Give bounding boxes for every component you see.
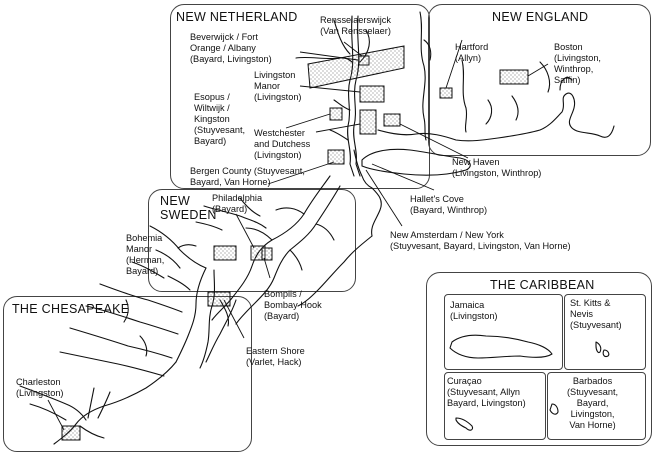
livingston-manor-marker	[359, 85, 385, 103]
label-jamaica: Jamaica (Livingston)	[450, 300, 498, 321]
curacao-inset	[444, 372, 546, 440]
chesapeake-bay-west	[175, 267, 207, 363]
hudson-river-bank	[353, 15, 361, 177]
hartford-marker	[439, 87, 453, 99]
label-beverwijck: Beverwijck / Fort Orange / Albany (Bayar…	[190, 32, 272, 64]
label-charleston: Charleston (Livingston)	[16, 377, 64, 398]
chesapeake-bay-east	[199, 269, 216, 369]
jamaica-inset	[444, 294, 563, 370]
label-westchester: Westchester and Dutchess (Livingston)	[254, 128, 311, 160]
label-esopus: Esopus / Wiltwijk / Kingston (Stuyvesant…	[194, 92, 246, 146]
label-curacao: Curaçao (Stuyvesant, Allyn Bayard, Livin…	[447, 376, 526, 408]
label-hallets-cove: Hallet's Cove (Bayard, Winthrop)	[410, 194, 488, 215]
label-bompiis: Bompiis / Bombay Hook (Bayard)	[264, 289, 322, 321]
susquehanna-river	[149, 225, 207, 269]
st-kitts-island	[595, 341, 602, 354]
connecticut-river	[419, 11, 427, 141]
new-england-coast	[377, 92, 615, 142]
delmarva	[205, 299, 237, 363]
label-boston: Boston (Livingston, Winthrop, Saffin)	[554, 42, 601, 85]
new-england-frame	[428, 4, 651, 156]
beverwijck-marker	[358, 55, 370, 66]
manhattan	[353, 149, 373, 189]
label-st-kitts: St. Kitts & Nevis (Stuyvesant)	[570, 298, 622, 330]
label-new-haven: New Haven (Livingston, Winthrop)	[452, 157, 542, 178]
bompiis-marker	[261, 247, 273, 261]
new-jersey-coast	[297, 235, 373, 307]
new-netherland-frame	[170, 4, 430, 189]
esopus-marker	[329, 107, 343, 121]
bohemia-manor-marker	[213, 245, 237, 261]
long-island	[361, 148, 471, 176]
jamaica-island	[449, 334, 553, 359]
curacao-island	[455, 417, 474, 431]
label-bohemia-manor: Bohemia Manor (Herman, Bayard)	[126, 233, 165, 276]
label-livingston-manor: Livingston Manor (Livingston)	[254, 70, 302, 102]
chesapeake-frame	[3, 296, 252, 452]
label-rensselaerswijck: Rensselaerswijck (Van Rensselaer)	[320, 15, 391, 36]
hudson-valley-marker	[383, 113, 401, 127]
region-title-chesapeake: THE CHESAPEAKE	[12, 302, 130, 316]
rensselaerswijck-area	[307, 45, 405, 89]
eastern-shore-marker	[207, 291, 231, 307]
barbados-island	[549, 403, 559, 415]
new-sweden-frame	[148, 189, 356, 292]
bergen-county-marker	[327, 149, 345, 165]
hudson-river	[347, 15, 355, 177]
st-kitts-inset	[564, 294, 646, 370]
caribbean-frame	[426, 272, 652, 446]
label-hartford: Hartford (Allyn)	[455, 42, 489, 63]
nevis-island	[602, 349, 610, 358]
region-title-new-sweden: NEW SWEDEN	[160, 194, 217, 222]
label-eastern-shore: Eastern Shore (Varlet, Hack)	[246, 346, 305, 367]
label-bergen-county: Bergen County (Stuyvesant, Bayard, Van H…	[190, 166, 305, 187]
region-title-new-england: NEW ENGLAND	[492, 10, 589, 24]
label-barbados: Barbados (Stuyvesant, Bayard, Livingston…	[567, 376, 619, 430]
region-title-new-netherland: NEW NETHERLAND	[176, 10, 298, 24]
charleston-marker	[61, 425, 81, 441]
label-new-amsterdam: New Amsterdam / New York (Stuyvesant, Ba…	[390, 230, 571, 251]
barbados-inset	[547, 372, 646, 440]
region-title-caribbean: THE CARIBBEAN	[490, 278, 595, 292]
boston-marker	[499, 69, 529, 85]
westchester-marker	[359, 109, 377, 135]
label-philadelphia: Philadelphia (Bayard)	[212, 193, 263, 214]
